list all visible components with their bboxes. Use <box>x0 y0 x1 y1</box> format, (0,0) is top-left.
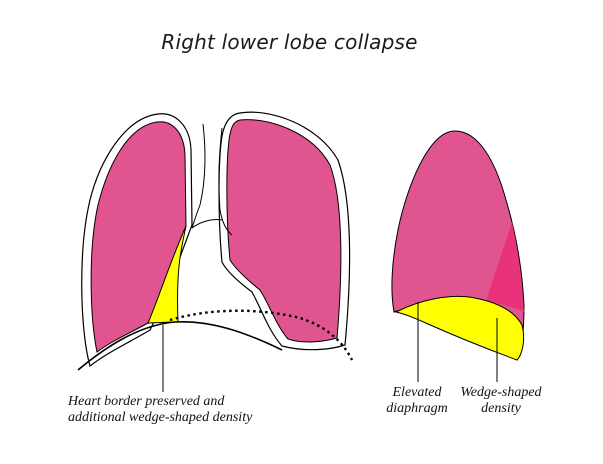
trachea-right-wall <box>218 127 233 236</box>
wedge-label-line2: density <box>481 401 521 416</box>
wedge-density-label: Wedge-shaped density <box>455 385 547 417</box>
frontal-view <box>77 111 354 392</box>
right-lung <box>90 121 187 353</box>
elevated-label-line2: diaphragm <box>386 401 448 416</box>
heart-label-line1: Heart border preserved and <box>68 394 225 409</box>
heart-border-label: Heart border preserved and additional we… <box>68 394 252 426</box>
lateral-dense-wedge <box>486 222 524 312</box>
lateral-elevated-diaphragm <box>394 295 525 361</box>
wedge-label-line1: Wedge-shaped <box>460 385 542 400</box>
right-lung-outer-outline <box>81 113 193 368</box>
heart-diaphragm-curve <box>77 320 283 371</box>
trachea-left-wall <box>191 123 206 229</box>
heart-border-wedge-density <box>147 225 187 324</box>
elevated-diaphragm-label: Elevated diaphragm <box>382 385 452 417</box>
heart-label-line2: additional wedge-shaped density <box>68 410 253 425</box>
diagram-title: Right lower lobe collapse <box>161 30 418 54</box>
elevated-label-line1: Elevated <box>392 385 442 400</box>
bronchus-line <box>191 219 223 229</box>
dotted-diaphragm-line <box>169 309 354 361</box>
lateral-view <box>391 130 525 382</box>
left-lung <box>226 119 342 343</box>
